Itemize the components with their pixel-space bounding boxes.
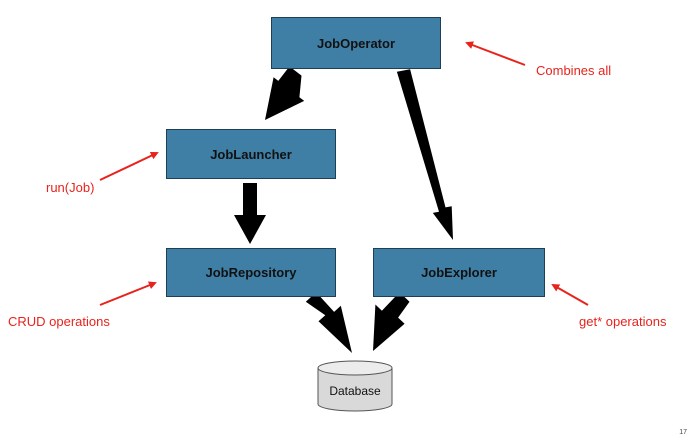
job-launcher-box: JobLauncher	[166, 129, 336, 179]
arrow-operator-to-launcher	[265, 66, 305, 120]
arrow-launcher-to-repository	[234, 183, 266, 244]
page-number: 17	[679, 429, 687, 436]
database-label: Database	[329, 384, 381, 398]
job-explorer-label: JobExplorer	[421, 265, 497, 280]
database-cylinder	[317, 360, 393, 412]
job-repository-box: JobRepository	[166, 248, 336, 297]
arrow-repository-to-database	[305, 292, 352, 353]
flow-arrows	[234, 66, 453, 353]
job-explorer-box: JobExplorer	[373, 248, 545, 297]
job-repository-label: JobRepository	[205, 265, 297, 280]
arrow-combines-all	[465, 41, 526, 66]
job-operator-box: JobOperator	[271, 17, 441, 69]
arrow-get-operations	[551, 284, 589, 306]
annotation-arrows	[99, 41, 589, 306]
arrow-explorer-to-database	[373, 292, 410, 351]
arrow-operator-to-explorer	[396, 69, 453, 240]
run-job-note: run(Job)	[46, 180, 95, 195]
crud-operations-note: CRUD operations	[8, 314, 110, 329]
get-operations-note: get* operations	[579, 314, 667, 329]
arrow-run-job	[99, 151, 159, 181]
combines-all-note: Combines all	[536, 63, 612, 78]
job-operator-label: JobOperator	[316, 35, 395, 51]
arrow-crud	[99, 281, 157, 306]
job-launcher-label: JobLauncher	[210, 146, 292, 162]
